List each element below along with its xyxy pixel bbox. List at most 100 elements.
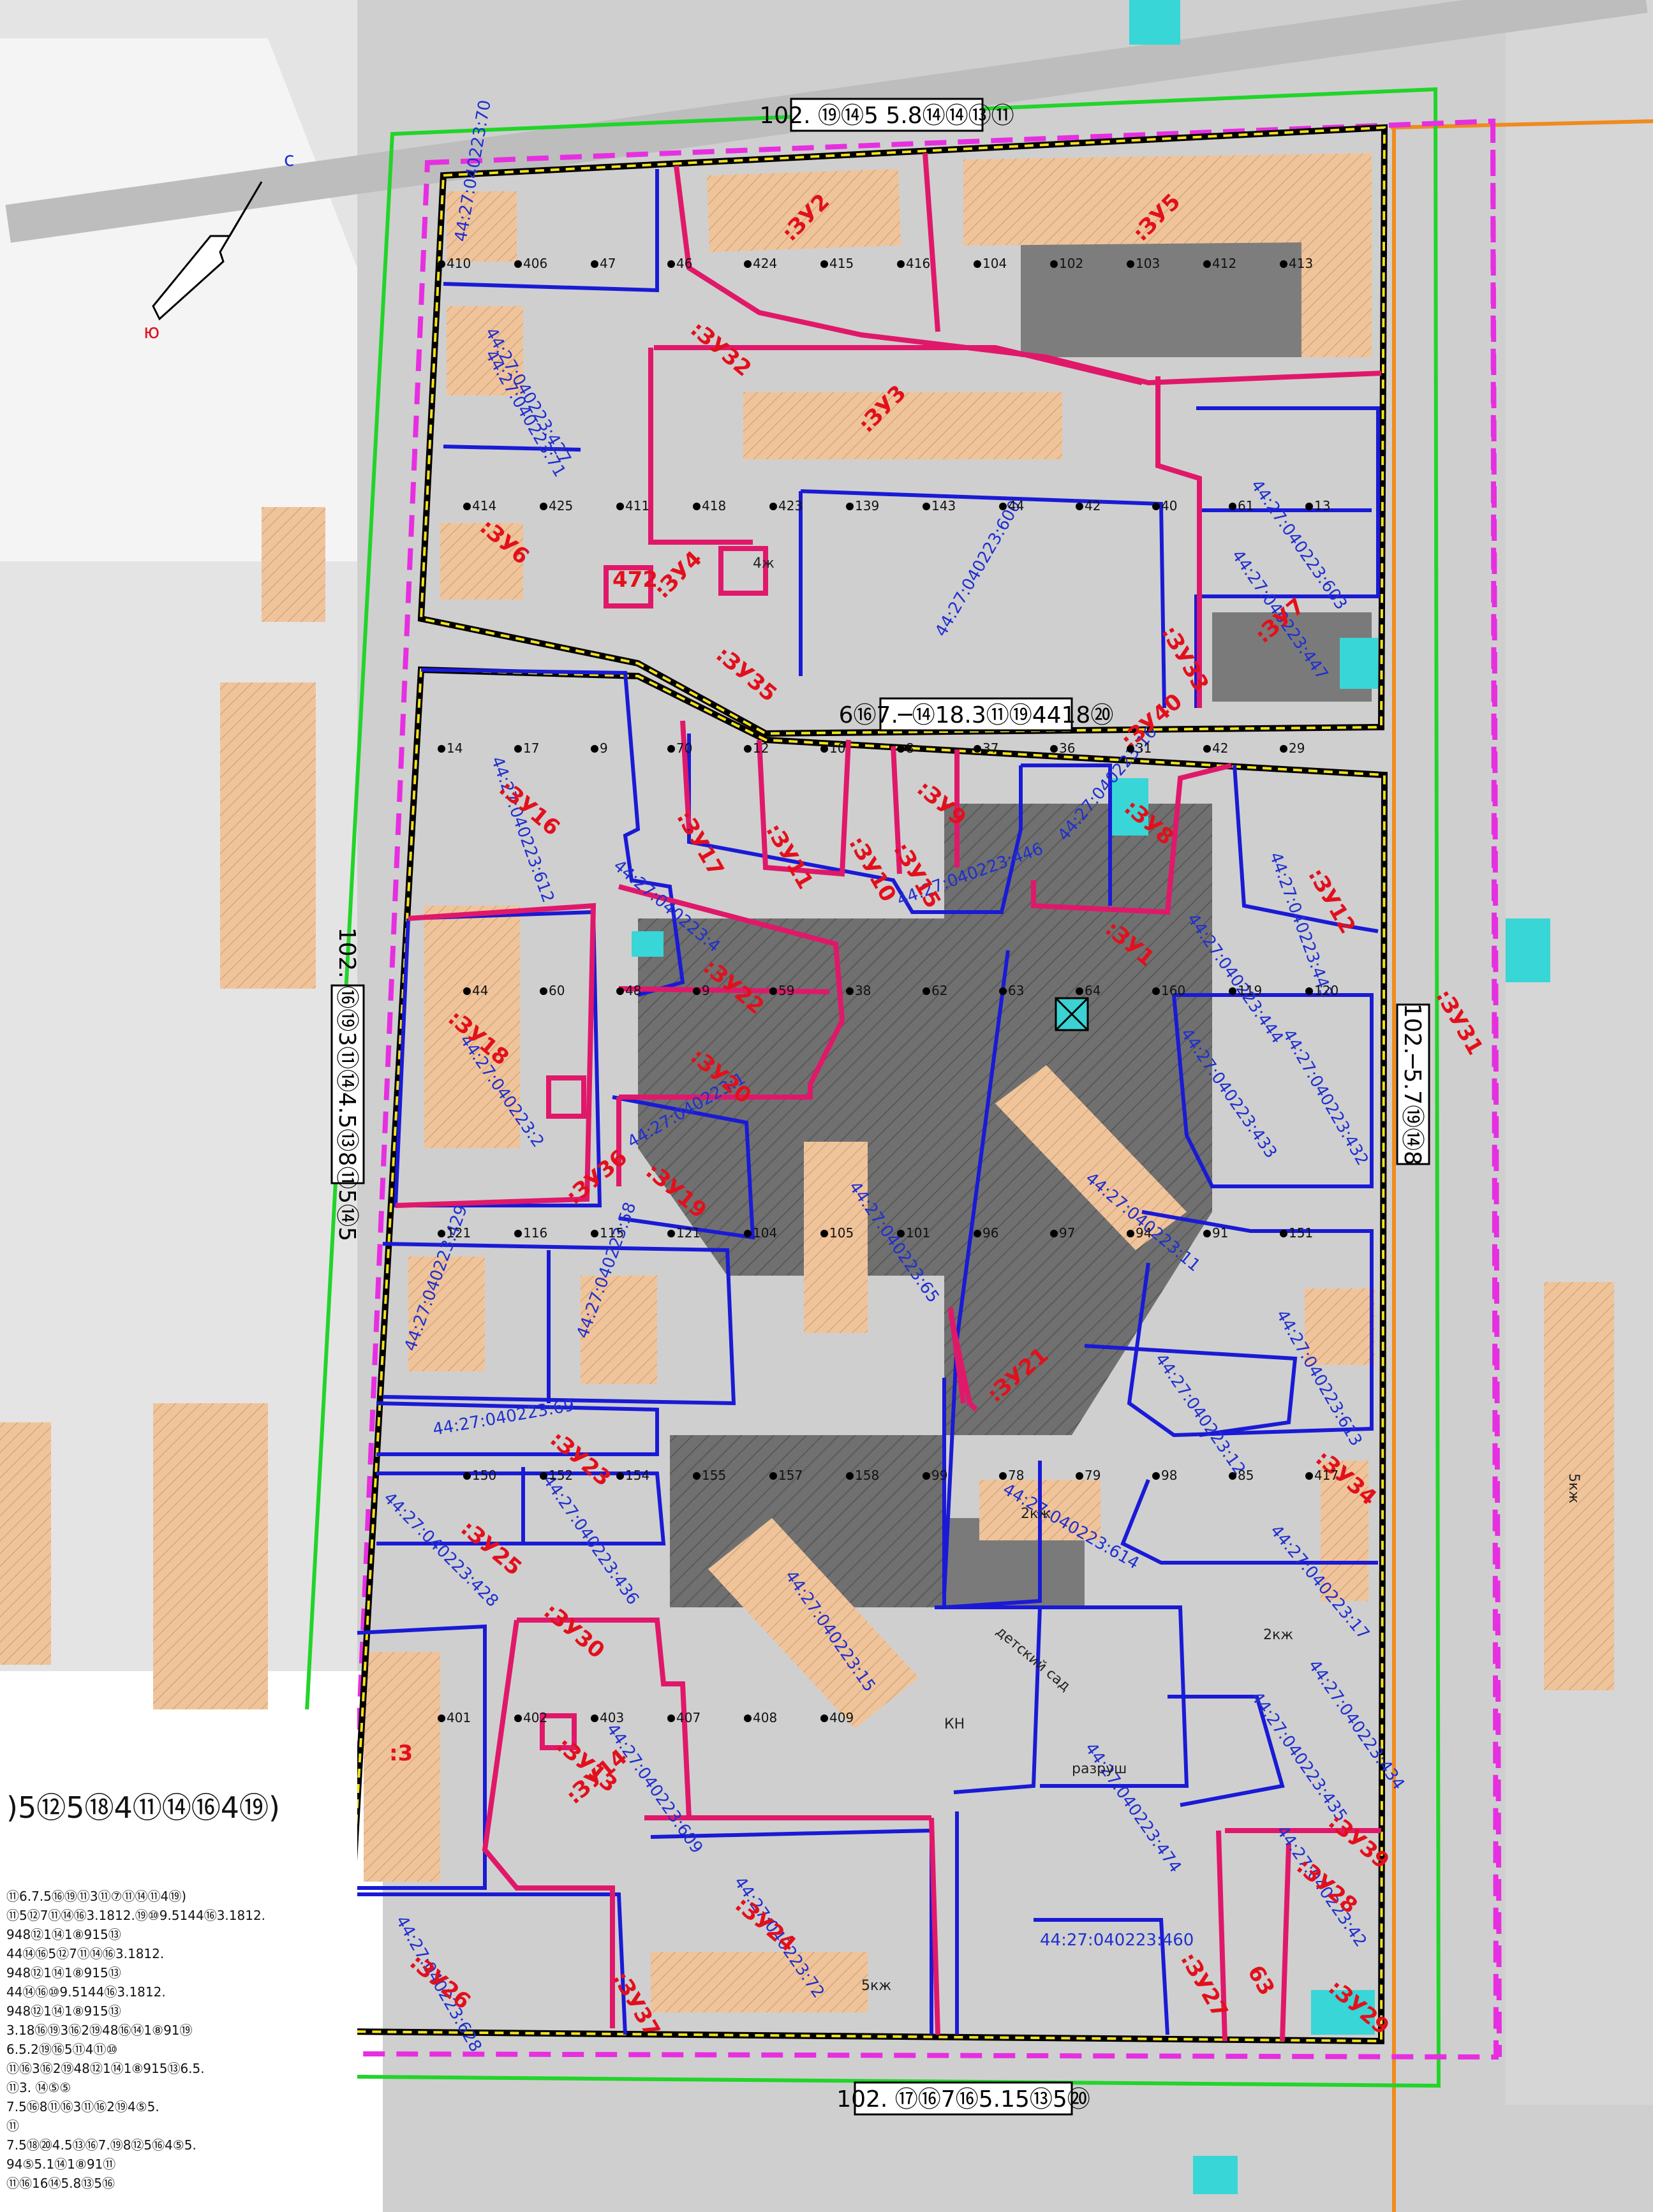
- cyan-block: [1506, 918, 1550, 982]
- survey-point: [463, 987, 471, 995]
- parcel-outline: [1120, 1478, 1378, 1565]
- survey-point: [999, 987, 1007, 995]
- survey-point: [540, 987, 547, 995]
- survey-point: [820, 1714, 828, 1722]
- legend-line: 7.5⑯8⑪⑯3⑪⑯2⑲4⑤5.: [6, 2099, 159, 2114]
- parcel-outline: [376, 1471, 666, 1545]
- point-label: 17: [523, 741, 539, 756]
- survey-point: [463, 1472, 471, 1480]
- street-right-box: [1396, 1003, 1430, 1165]
- legend-line: 6.5.2⑲⑯5⑪4⑪⑩: [6, 2042, 117, 2057]
- legend-title: )5⑫5⑱4⑪⑭⑯4⑲): [6, 1790, 280, 1825]
- survey-point: [820, 260, 828, 268]
- survey-point: [1229, 987, 1236, 995]
- survey-point: [974, 1230, 981, 1237]
- survey-point: [974, 745, 981, 753]
- survey-point: [1203, 260, 1211, 268]
- point-label: 94: [1136, 1225, 1152, 1241]
- parcel-outline: [443, 445, 581, 452]
- zone-outline: [1216, 1830, 1227, 2042]
- point-label: 101: [906, 1225, 930, 1241]
- survey-point: [591, 1714, 598, 1722]
- magenta-dashed-boundary: [341, 118, 1499, 2060]
- cyan-block: [1129, 0, 1180, 45]
- survey-point: [438, 1230, 445, 1237]
- survey-point: [1076, 503, 1083, 510]
- survey-point: [1127, 1230, 1134, 1237]
- survey-point: [974, 260, 981, 268]
- point-label: 44: [1008, 498, 1024, 513]
- outer-green-boundary: [285, 87, 1441, 2088]
- legend-panel: [0, 1709, 357, 2212]
- building: [963, 153, 1372, 357]
- point-label: 103: [1136, 256, 1160, 271]
- survey-point: [897, 1230, 905, 1237]
- point-label: 119: [1238, 983, 1262, 998]
- point-label: 411: [625, 498, 649, 513]
- point-label: 157: [778, 1468, 803, 1483]
- compass-arrow: [152, 181, 263, 321]
- point-label: 120: [1314, 983, 1338, 998]
- zone-outline: [674, 165, 1382, 386]
- cyan-block: [1193, 2156, 1238, 2194]
- zone-outline: [923, 152, 940, 332]
- survey-point: [667, 1714, 675, 1722]
- point-label: 104: [982, 256, 1007, 271]
- point-label: 64: [1085, 983, 1101, 998]
- survey-point: [616, 503, 624, 510]
- street-middle: 6⑯7.─⑭18.3⑪⑲4418⑳: [839, 697, 1113, 732]
- survey-point: [846, 503, 854, 510]
- survey-point: [1305, 987, 1313, 995]
- legend-line: 948⑫1⑭1⑧915⑬: [6, 1965, 121, 1980]
- street-top-text: 102. ⑲⑭5 5.8⑭⑭⑬⑪: [759, 103, 1014, 129]
- building: [447, 306, 523, 395]
- point-label: 121: [676, 1225, 700, 1241]
- street-bottom: 102. ⑰⑯7⑯5.15⑬5⑳: [836, 2081, 1090, 2116]
- parcel-outline: [1021, 763, 1112, 906]
- parcel-outline: [382, 1242, 736, 1406]
- zone-outline: [1031, 763, 1232, 915]
- zone-outline: [546, 1075, 586, 1119]
- zone-outline: [891, 746, 902, 874]
- survey-point: [1050, 745, 1058, 753]
- dark-zone-5: [1212, 612, 1372, 702]
- legend-line: ⑪5⑫7⑪⑭⑯3.1812.⑲⑩9.5144⑯3.1812.: [6, 1908, 265, 1923]
- parcel-outline: [942, 1378, 1042, 1610]
- point-label: 61: [1238, 498, 1254, 513]
- building-label-b4: 2кж: [1021, 1506, 1051, 1522]
- legend-line: ⑪⑯16⑭5.8⑬5⑯: [6, 2176, 115, 2191]
- survey-point: [540, 503, 547, 510]
- cyan-features: [632, 0, 1550, 2194]
- street-right: 102.─5.7⑲⑭8: [1396, 1003, 1430, 1165]
- point-label: 402: [523, 1710, 547, 1725]
- survey-point: [616, 1472, 624, 1480]
- survey-point: [1305, 503, 1313, 510]
- parcel-outline: [1194, 406, 1380, 708]
- survey-point: [514, 260, 522, 268]
- building-label-b7: 2кж: [1263, 1627, 1293, 1643]
- survey-point: [667, 745, 675, 753]
- survey-point: [897, 745, 905, 753]
- survey-point: [769, 503, 777, 510]
- point-label: 62: [931, 983, 947, 998]
- building: [440, 523, 523, 600]
- street-right-text: 102.─5.7⑲⑭8: [1399, 1003, 1425, 1165]
- point-label: 12: [753, 741, 769, 756]
- point-label: 401: [447, 1710, 471, 1725]
- point-label: 42: [1085, 498, 1101, 513]
- point-label: 37: [982, 741, 998, 756]
- survey-point: [820, 1230, 828, 1237]
- building: [708, 1518, 919, 1729]
- survey-point: [1280, 1230, 1287, 1237]
- zone-outline: [654, 345, 1143, 385]
- parcel-outline: [1172, 993, 1374, 1188]
- zone-label-z42: 472: [612, 567, 658, 593]
- point-label: 91: [1212, 1225, 1228, 1241]
- legend-line: 44⑭⑯5⑫7⑪⑭⑯3.1812.: [6, 1946, 164, 1961]
- zone-outline: [517, 1618, 692, 1818]
- point-label: 151: [1289, 1225, 1313, 1241]
- building: [743, 392, 1062, 459]
- survey-point: [1050, 260, 1058, 268]
- legend-line: 7.5⑱⑳4.5⑬⑯7.⑲8⑫5⑯4⑤5.: [6, 2137, 196, 2153]
- light-area-right: [1506, 0, 1653, 2105]
